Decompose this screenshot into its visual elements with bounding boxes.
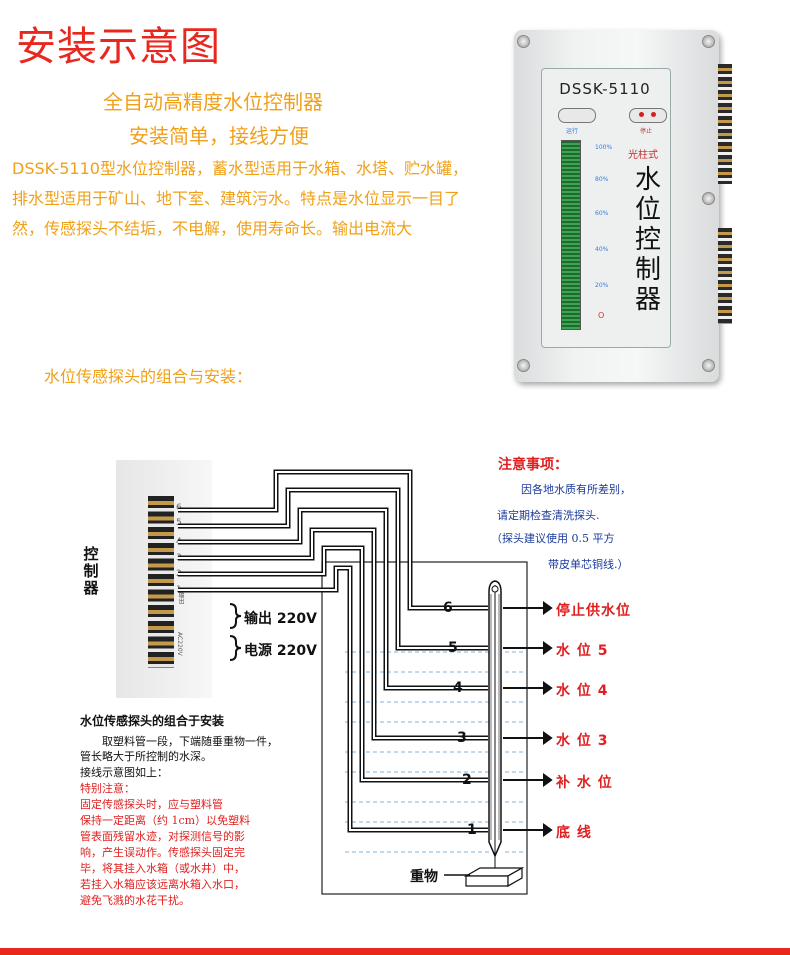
weight-label: 重物 (410, 869, 438, 885)
install-title: 水位传感探头的组合于安装 (80, 714, 225, 728)
subtitle-install: 安装简单，接线方便 (129, 124, 309, 148)
subtitle-product: 全自动高精度水位控制器 (103, 90, 323, 114)
product-description: DSSK-5110型水位控制器，蓄水型适用于水箱、水塔、贮水罐，排水型适用于矿山… (12, 159, 468, 238)
section-title: 水位传感探头的组合与安装： (44, 367, 253, 386)
level-label-4: 水 位 4 (556, 683, 609, 699)
level-label-bottom: 底 线 (556, 825, 592, 841)
percent-label: 40% (595, 246, 609, 253)
level-number: 5 (448, 640, 458, 656)
device-type-label: 光柱式 (628, 150, 658, 161)
install-warning-line: 保持一定距离（约 1cm）以免塑料 (80, 814, 251, 827)
level-number: 4 (453, 680, 463, 696)
output-label: 输出 220V (244, 611, 317, 627)
terminal-side-text: 输出 (177, 592, 184, 604)
install-line: 接线示意图如上： (80, 766, 168, 779)
level-bar-graph (561, 140, 581, 330)
screw-icon (517, 35, 530, 48)
bottom-border (0, 948, 790, 955)
level-label-stop: 停止供水位 (556, 603, 631, 619)
screw-icon (702, 35, 715, 48)
level-label-3: 水 位 3 (556, 733, 609, 749)
percent-label: 60% (595, 210, 609, 217)
power-label: 电源 220V (244, 643, 317, 659)
notice-title: 注意事项： (498, 457, 568, 473)
notice-line: 因各地水质有所差别， (521, 483, 631, 496)
stop-label: 停止 (640, 128, 653, 135)
install-warning-line: 响，产生误动作。传感探头固定完 (80, 846, 245, 859)
level-number: 1 (467, 822, 477, 838)
screw-icon (517, 359, 530, 372)
screw-icon (702, 192, 715, 205)
install-warning-line: 毕，将其挂入水箱（或水井）中， (80, 862, 245, 875)
install-warning-line: 固定传感探头时，应与塑料管 (80, 798, 223, 811)
terminal-strip-upper (718, 64, 732, 184)
install-line: 取塑料管一段，下端随垂重物一件， (102, 735, 278, 748)
page-title: 安装示意图 (16, 24, 221, 70)
terminal-block (148, 496, 174, 668)
level-label-5: 水 位 5 (556, 643, 609, 659)
install-warning-line: 若挂入水箱应该远离水箱入水口， (80, 878, 245, 891)
run-indicator-icon (558, 108, 596, 123)
percent-label: 80% (595, 176, 609, 183)
output-brace (229, 603, 242, 629)
terminal-number: 5 (176, 518, 182, 528)
terminal-strip-lower (718, 228, 732, 324)
notice-line: 带皮单芯铜线.） (548, 558, 629, 571)
terminal-side-text: AC220V (176, 632, 183, 656)
controller-label: 控制器 (83, 545, 99, 597)
device-name: 水位控制器 (634, 165, 661, 315)
install-warning-line: 特别注意： (80, 782, 135, 795)
water-lines (345, 651, 525, 853)
zero-label: O (598, 311, 605, 320)
device-model: DSSK-5110 (559, 80, 651, 98)
probe-assembly (488, 580, 502, 872)
level-number: 6 (443, 600, 453, 616)
install-warning-line: 避免飞溅的水花干扰。 (80, 894, 190, 907)
percent-label: 20% (595, 282, 609, 289)
level-number: 2 (462, 772, 472, 788)
percent-label: 100% (595, 144, 613, 151)
stop-indicator-icon (629, 108, 667, 123)
install-warning-line: 管表面残留水迹，对探测信号的影 (80, 830, 245, 843)
run-label: 运行 (566, 128, 579, 135)
screw-icon (702, 359, 715, 372)
level-number: 3 (457, 730, 467, 746)
power-brace (229, 635, 242, 661)
level-label-refill: 补 水 位 (556, 775, 613, 791)
install-line: 管长略大于所控制的水深。 (80, 750, 212, 763)
weight-icon (444, 866, 525, 888)
notice-line: （探头建议使用 0.5 平方 (491, 532, 615, 545)
notice-line: 请定期检查清洗探头. (497, 509, 600, 522)
